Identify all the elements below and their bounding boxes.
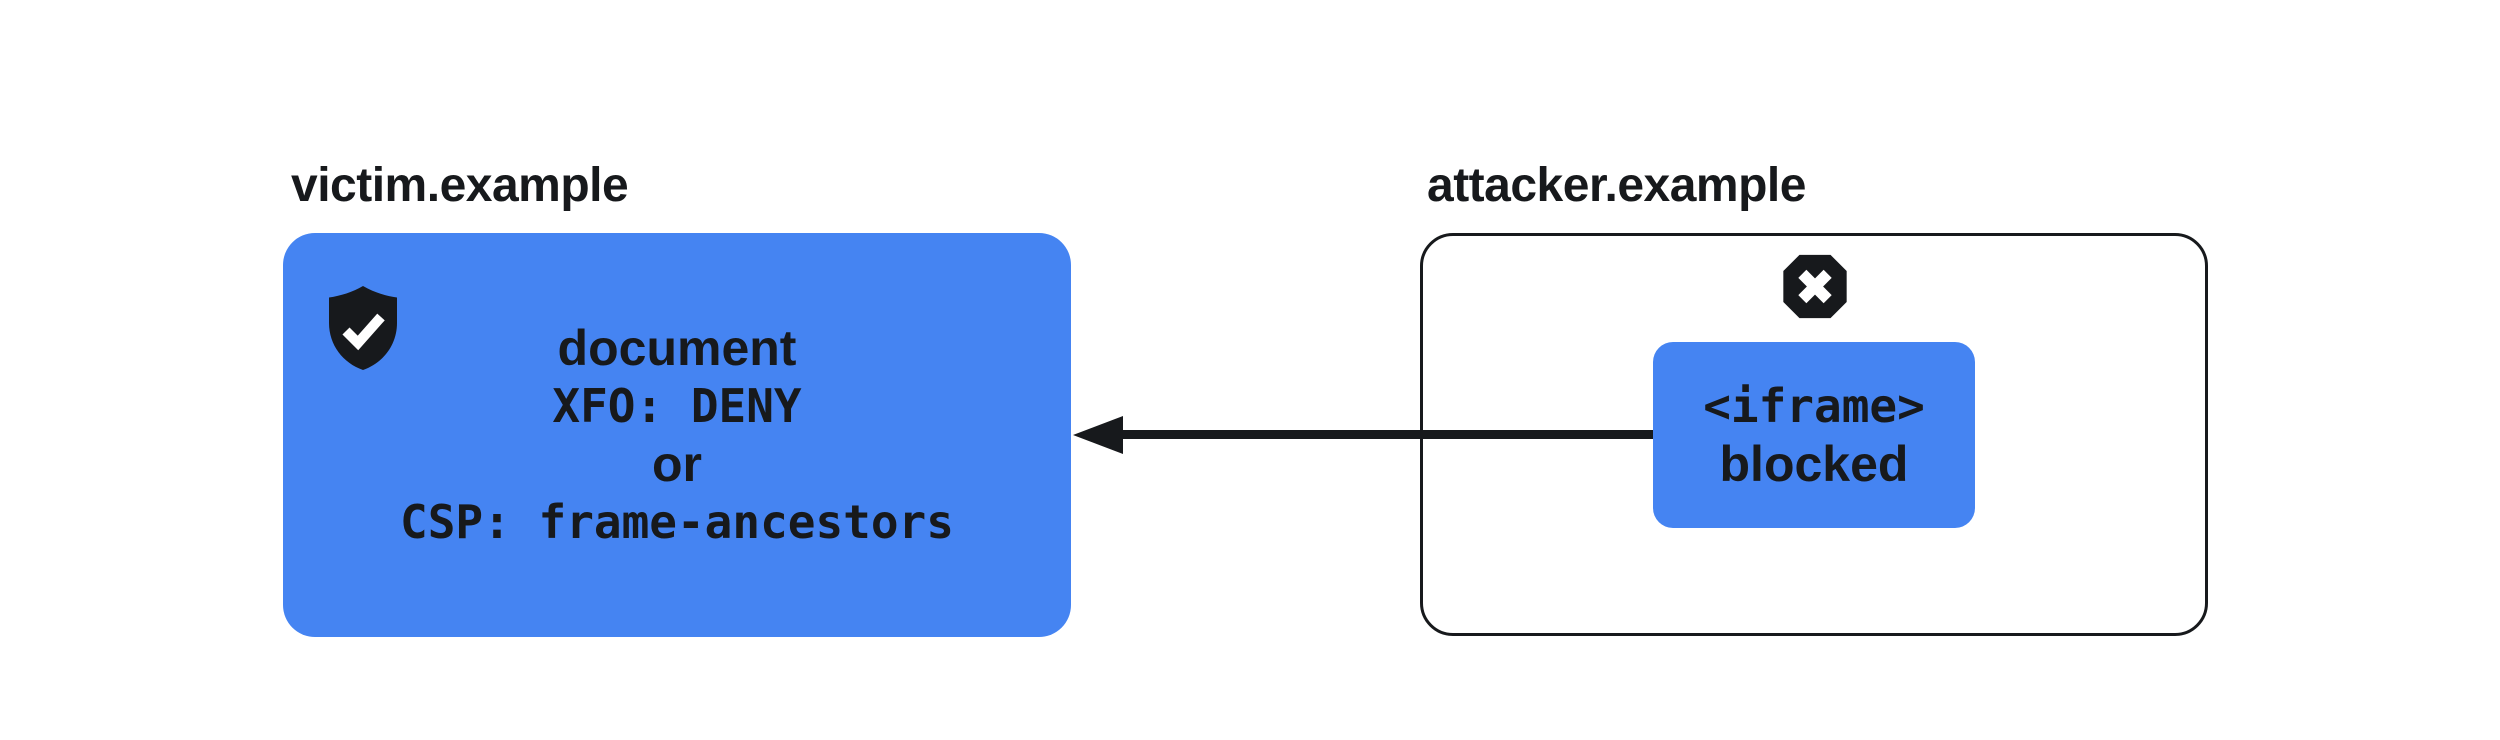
victim-document-box: document XFO: DENY or CSP: frame-ancesto… <box>283 233 1071 637</box>
iframe-tag-label: <iframe> <box>1703 379 1925 433</box>
victim-line-document: document <box>557 320 797 376</box>
victim-line-or: or <box>652 436 702 492</box>
iframe-blocked-box: <iframe> blocked <box>1653 342 1975 528</box>
victim-line-csp-frame-ancestors: CSP: frame-ancestors <box>400 495 954 549</box>
iframe-blocked-label: blocked <box>1719 436 1909 492</box>
embed-request-arrow-head <box>1073 416 1123 454</box>
victim-line-xfo-deny: XFO: DENY <box>552 379 802 433</box>
attacker-domain-label: attacker.example <box>1427 159 1806 212</box>
victim-domain-label: victim.example <box>291 159 629 212</box>
shield-check-icon <box>323 283 403 373</box>
octagon-x-icon <box>1777 248 1853 325</box>
embed-request-arrow-shaft <box>1118 430 1653 439</box>
